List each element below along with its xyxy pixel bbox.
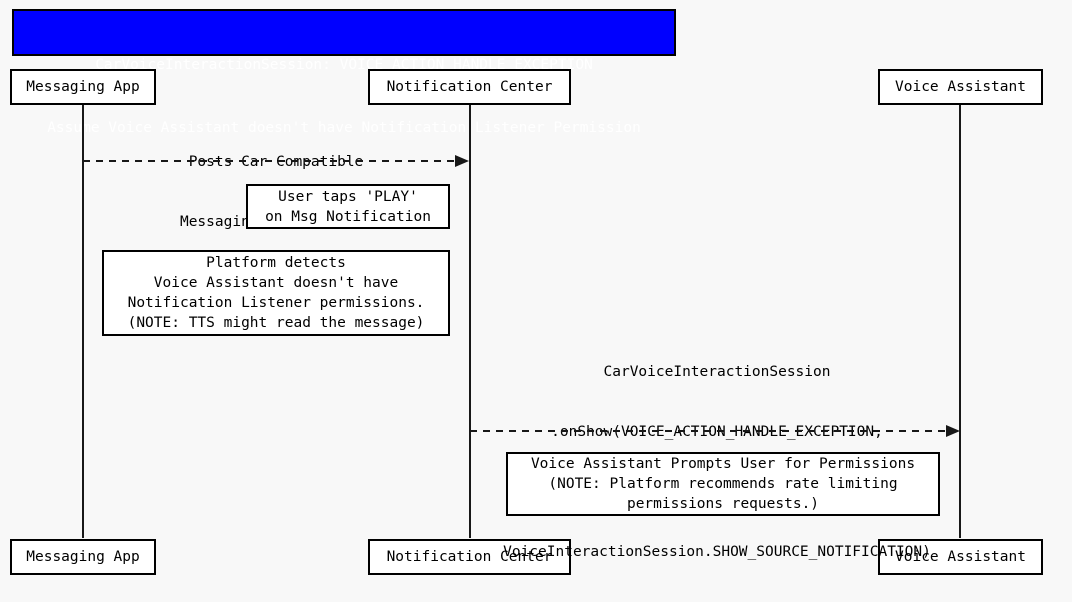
participant-label: Notification Center bbox=[386, 79, 553, 95]
lifeline-voice-assistant bbox=[959, 104, 961, 538]
message-label-line: .onShow(VOICE_ACTION_HANDLE_EXCEPTION, bbox=[551, 424, 883, 440]
participant-label: Messaging App bbox=[26, 549, 140, 565]
lifeline-notification-center bbox=[469, 104, 471, 538]
message-label-line: CarVoiceInteractionSession bbox=[603, 364, 831, 380]
note-line: (NOTE: Platform recommends rate limiting bbox=[548, 476, 898, 492]
diagram-title-banner: CarVoiceInteractionSession: VOICE_ACTION… bbox=[12, 9, 676, 136]
participant-voice-assistant-top[interactable]: Voice Assistant bbox=[878, 69, 1043, 105]
participant-voice-assistant-bottom[interactable]: Voice Assistant bbox=[878, 539, 1043, 575]
note-line: permissions requests.) bbox=[626, 496, 820, 512]
participant-notification-center-top[interactable]: Notification Center bbox=[368, 69, 571, 105]
note-line: Notification Listener permissions. bbox=[127, 295, 425, 311]
lifeline-messaging-app bbox=[82, 104, 84, 538]
participant-label: Voice Assistant bbox=[895, 79, 1026, 95]
note-platform-detects: Platform detects Voice Assistant doesn't… bbox=[102, 250, 450, 336]
note-line: Platform detects bbox=[206, 255, 346, 271]
participant-messaging-app-bottom[interactable]: Messaging App bbox=[10, 539, 156, 575]
note-line: User taps 'PLAY' bbox=[278, 188, 418, 205]
note-line: on Msg Notification bbox=[265, 208, 431, 225]
message-arrow-on-show bbox=[470, 425, 960, 437]
note-user-taps-play: User taps 'PLAY' on Msg Notification bbox=[246, 184, 450, 229]
note-prompts-permissions: Voice Assistant Prompts User for Permiss… bbox=[506, 452, 940, 516]
participant-messaging-app-top[interactable]: Messaging App bbox=[10, 69, 156, 105]
diagram-title-line-2: Assume Voice Assistant doesn't have Noti… bbox=[47, 120, 641, 136]
note-line: (NOTE: TTS might read the message) bbox=[127, 315, 425, 331]
participant-label: Messaging App bbox=[26, 79, 140, 95]
message-arrow-post-notification bbox=[83, 155, 469, 167]
note-line: Voice Assistant doesn't have bbox=[153, 275, 399, 291]
message-label-line: VoiceInteractionSession.SHOW_SOURCE_NOTI… bbox=[503, 544, 931, 560]
note-line: Voice Assistant Prompts User for Permiss… bbox=[530, 456, 916, 472]
participant-notification-center-bottom[interactable]: Notification Center bbox=[368, 539, 571, 575]
participant-label: Voice Assistant bbox=[895, 549, 1026, 565]
participant-label: Notification Center bbox=[386, 549, 553, 565]
